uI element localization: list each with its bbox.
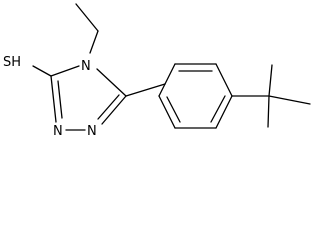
bond-ph-6b bbox=[158, 83, 166, 97]
bond-ch2-ch3 bbox=[75, 3, 99, 32]
bond-c3-n4 bbox=[50, 65, 80, 77]
bond-cq-me-down bbox=[267, 95, 270, 128]
bond-cq-me-up bbox=[268, 64, 273, 97]
bond-ph-3 bbox=[215, 63, 233, 97]
bond-ph-4 bbox=[215, 95, 233, 129]
structural-formula: SH N N N bbox=[3, 3, 311, 139]
bond-cq-me-right bbox=[268, 95, 311, 105]
bond-c3-sh bbox=[32, 65, 52, 77]
ethyl-group bbox=[75, 3, 99, 54]
atom-label-n1: N bbox=[87, 124, 97, 139]
bond-n4-ch2 bbox=[89, 30, 99, 54]
bond-ph-1 bbox=[164, 63, 176, 85]
atom-label-n2: N bbox=[53, 124, 63, 139]
bond-n2-c3-double bbox=[57, 80, 63, 119]
tert-butyl-group bbox=[231, 64, 311, 128]
bond-c5-n1 bbox=[101, 95, 127, 125]
bond-ph-double-left bbox=[166, 96, 181, 123]
bond-ph-6 bbox=[158, 95, 176, 129]
atom-label-sh: SH bbox=[3, 55, 21, 70]
bond-c5-n1-double bbox=[97, 94, 120, 120]
bond-n2-c3 bbox=[50, 75, 57, 123]
bond-ph-double-right bbox=[210, 95, 226, 123]
bond-c5-phenyl bbox=[125, 83, 166, 97]
triazole-ring bbox=[50, 65, 127, 131]
bond-n4-c5 bbox=[96, 68, 127, 97]
benzene-ring bbox=[158, 63, 233, 129]
atom-label-n4: N bbox=[81, 59, 91, 74]
